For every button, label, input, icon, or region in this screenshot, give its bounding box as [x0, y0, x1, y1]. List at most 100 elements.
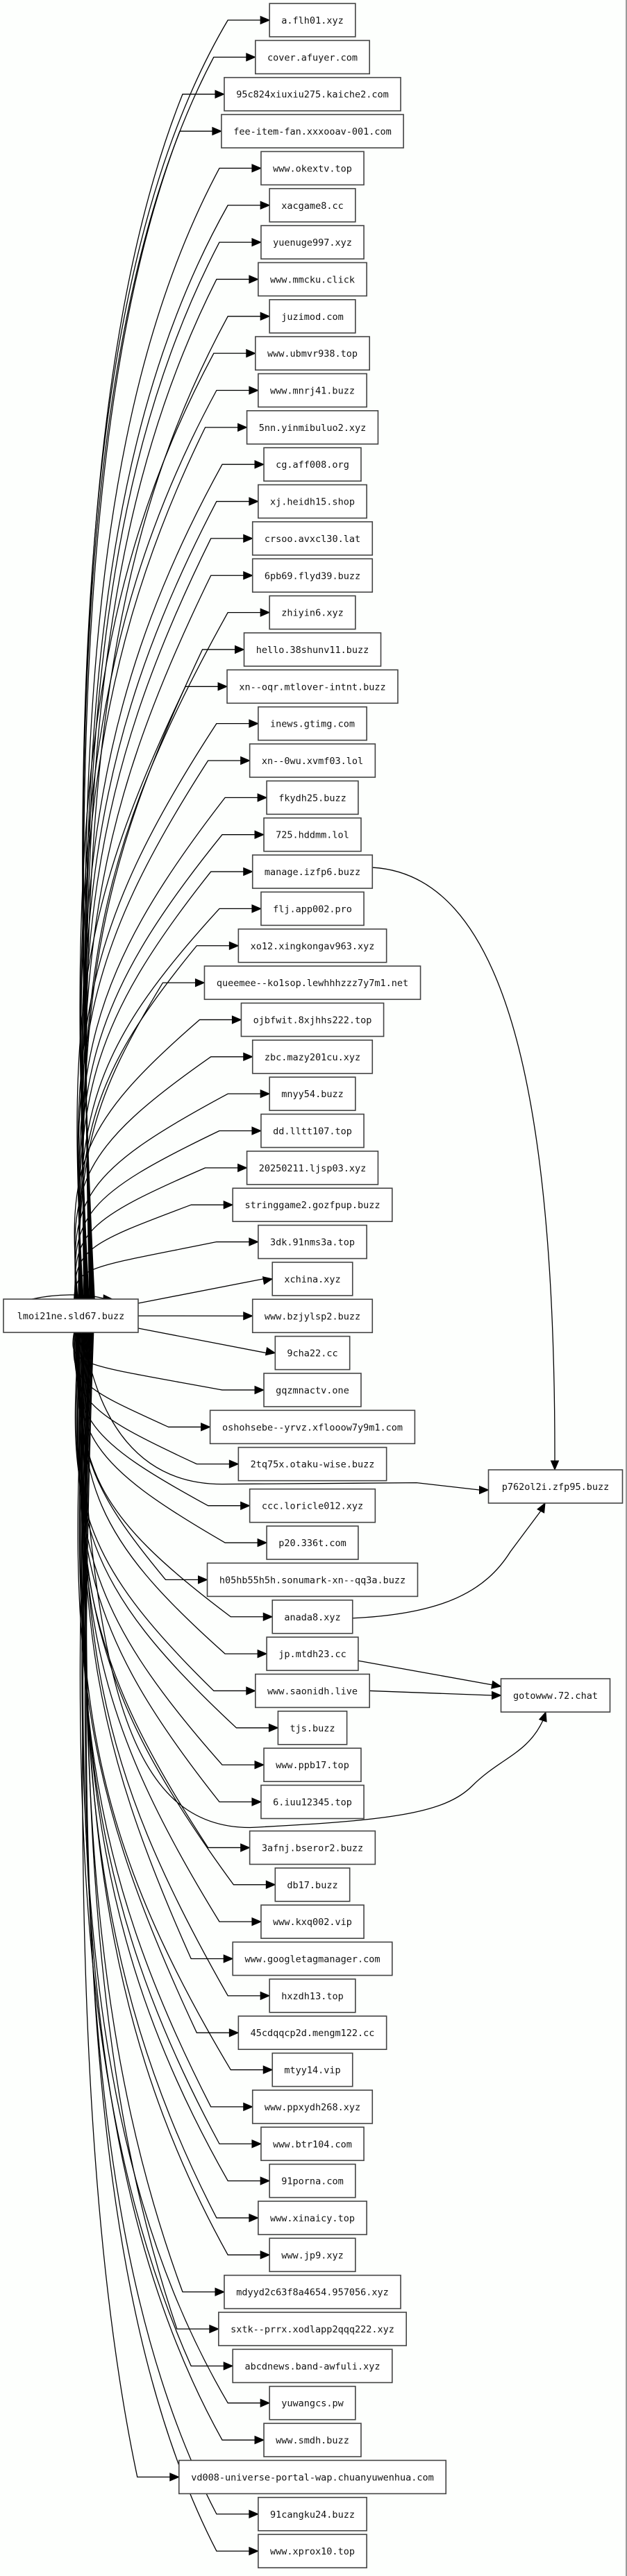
edge-root-to-abcdnews-band-awfuli-xyz — [79, 1332, 224, 2366]
target-node[interactable]: dd.lltt107.top — [260, 1113, 365, 1149]
target-node-label: yuenuge997.xyz — [273, 237, 352, 248]
target-node-label: www.mnrj41.buzz — [270, 386, 355, 397]
target-node-box — [251, 854, 374, 889]
target-node[interactable]: www.xinaicy.top — [258, 2201, 367, 2235]
redirect-target-node[interactable]: gotowww.72.chat — [500, 1678, 611, 1713]
target-node[interactable]: 91cangku24.buzz — [258, 2496, 367, 2532]
edge-root-to-ojbfwit-8xjhhs222-top — [74, 1019, 233, 1300]
target-node[interactable]: 725.hddmm.lol — [263, 817, 362, 852]
root-node[interactable]: lmoi21ne.sld67.buzz — [3, 1298, 139, 1333]
edge-root-to-mtyy14-vip — [78, 1332, 264, 2071]
edge-root-to-www-ubmvr938-top-arrowhead — [246, 348, 257, 358]
target-node[interactable]: www.saonidh.live — [254, 1673, 370, 1709]
target-node[interactable]: www.kxq002.vip — [260, 1904, 365, 1939]
edge-root-to-mdyyd2c63f8a4654-957056-xyz-arrowhead — [215, 2287, 226, 2296]
target-node[interactable]: juzimod.com — [269, 298, 356, 334]
target-node[interactable]: fee-item-fan.xxxooav-001.com — [221, 114, 404, 149]
target-node[interactable]: a.flh01.xyz — [269, 3, 356, 37]
target-node-label: anada8.xyz — [284, 1612, 340, 1623]
target-node[interactable]: www.ppb17.top — [263, 1747, 362, 1782]
target-node-box — [243, 632, 382, 667]
target-node[interactable]: inews.gtimg.com — [258, 706, 367, 741]
target-node[interactable]: flj.app002.pro — [260, 891, 365, 926]
target-node[interactable]: xj.heidh15.shop — [258, 484, 367, 519]
edge-root-to-a-flh01-xyz-arrowhead — [260, 15, 271, 25]
target-node[interactable]: mnyy54.buzz — [269, 1076, 356, 1111]
target-node[interactable]: sxtk--prrx.xodlapp2qqq222.xyz — [218, 2312, 407, 2346]
target-node-box — [249, 743, 376, 778]
target-node[interactable]: zbc.mazy201cu.xyz — [251, 1040, 374, 1074]
target-node[interactable]: 2tq75x.otaku-wise.buzz — [237, 1446, 387, 1482]
redirect-target-node[interactable]: p762ol2i.zfp95.buzz — [487, 1469, 624, 1504]
target-node[interactable]: www.xprox10.top — [258, 2534, 367, 2568]
target-node[interactable]: 9cha22.cc — [274, 1335, 351, 1371]
target-node[interactable]: 91porna.com — [269, 2163, 356, 2198]
target-node[interactable]: yuwangcs.pw — [269, 2385, 356, 2421]
target-node[interactable]: zhiyin6.xyz — [269, 595, 356, 630]
target-node[interactable]: www.ppxydh268.xyz — [251, 2090, 374, 2124]
edge-root-to-www-mmcku-click-arrowhead — [249, 275, 260, 284]
target-node[interactable]: ojbfwit.8xjhhs222.top — [240, 1002, 385, 1037]
target-node[interactable]: 5nn.yinmibuluo2.xyz — [246, 410, 379, 445]
target-node[interactable]: xn--oqr.mtlover-intnt.buzz — [226, 669, 399, 704]
target-node[interactable]: stringgame2.gozfpup.buzz — [232, 1187, 393, 1222]
target-node[interactable]: www.mmcku.click — [258, 262, 367, 297]
target-node[interactable]: ccc.loricle012.xyz — [249, 1488, 376, 1523]
target-node[interactable]: yuenuge997.xyz — [260, 225, 365, 260]
target-node[interactable]: queemee--ko1sop.lewhhhzzz7y7m1.net — [203, 965, 421, 1000]
target-node[interactable]: gqzmnactv.one — [263, 1373, 362, 1407]
target-node[interactable]: 20250211.ljsp03.xyz — [246, 1151, 379, 1185]
target-node-label: cover.afuyer.com — [267, 52, 358, 63]
target-node-label: xchina.xyz — [284, 1274, 340, 1285]
target-node[interactable]: vd008-universe-portal-wap.chuanyuwenhua.… — [178, 2459, 447, 2495]
target-node[interactable]: www.okextv.top — [260, 151, 365, 186]
target-node-box — [254, 1673, 370, 1709]
edge-root-to-stringgame2-gozfpup-buzz-arrowhead — [223, 1200, 234, 1210]
target-node[interactable]: mdyyd2c63f8a4654.957056.xyz — [224, 2274, 401, 2310]
target-node-box — [232, 1187, 393, 1222]
target-node[interactable]: oshohsebe--yrvz.xflooow7y9m1.com — [209, 1409, 416, 1445]
target-node[interactable]: www.smdh.buzz — [263, 2423, 362, 2457]
edge-root-to-www-smdh-buzz-arrowhead — [254, 2435, 265, 2445]
target-node[interactable]: 45cdqqcp2d.mengm122.cc — [237, 2015, 387, 2050]
target-node[interactable]: xacgame8.cc — [269, 187, 356, 223]
target-node[interactable]: hello.38shunv11.buzz — [243, 632, 382, 667]
target-node[interactable]: mtyy14.vip — [271, 2052, 353, 2087]
target-node[interactable]: jp.mtdh23.cc — [266, 1636, 359, 1671]
target-node[interactable]: db17.buzz — [274, 1867, 351, 1902]
target-node[interactable]: xchina.xyz — [271, 1262, 353, 1296]
target-node[interactable]: www.googletagmanager.com — [232, 1941, 393, 1976]
edge-root-to-3dk-91nms3a-top-arrowhead — [249, 1237, 260, 1246]
target-node[interactable]: h05hb55h5h.sonumark-xn--qq3a.buzz — [206, 1562, 419, 1598]
target-node-label: ojbfwit.8xjhhs222.top — [253, 1015, 372, 1026]
target-node[interactable]: 95c824xiuxiu275.kaiche2.com — [224, 76, 401, 112]
target-node[interactable]: crsoo.avxcl30.lat — [251, 521, 374, 556]
target-node[interactable]: cg.aff008.org — [263, 447, 362, 482]
target-node-box — [269, 187, 356, 223]
target-node[interactable]: cover.afuyer.com — [254, 40, 370, 75]
target-node[interactable]: xo12.xingkongav963.xyz — [237, 928, 387, 963]
target-node-box — [271, 1599, 353, 1634]
target-node[interactable]: 3dk.91nms3a.top — [258, 1224, 367, 1260]
target-node[interactable]: 3afnj.bseror2.buzz — [249, 1830, 376, 1865]
target-node[interactable]: 6.iuu12345.top — [260, 1784, 365, 1820]
target-node[interactable]: abcdnews.band-awfuli.xyz — [232, 2348, 393, 2384]
target-node[interactable]: manage.izfp6.buzz — [251, 854, 374, 889]
edge-root-to-xchina-xyz-arrowhead — [262, 1276, 274, 1285]
edge-anada8-to-p762ol2i-arrowhead — [537, 1502, 546, 1514]
target-node[interactable]: anada8.xyz — [271, 1599, 353, 1634]
target-node[interactable]: www.btr104.com — [260, 2126, 365, 2162]
target-node[interactable]: hxzdh13.top — [269, 1978, 356, 2013]
target-node[interactable]: www.jp9.xyz — [269, 2237, 356, 2273]
target-node[interactable]: www.mnrj41.buzz — [258, 373, 367, 408]
target-node[interactable]: www.bzjylsp2.buzz — [251, 1298, 374, 1334]
target-node[interactable]: xn--0wu.xvmf03.lol — [249, 743, 376, 778]
target-node[interactable]: fkydh25.buzz — [266, 780, 359, 815]
target-node[interactable]: p20.336t.com — [266, 1525, 359, 1560]
target-node[interactable]: tjs.buzz — [277, 1711, 348, 1745]
target-node[interactable]: 6pb69.flyd39.buzz — [251, 558, 374, 593]
target-node-box — [260, 151, 365, 186]
target-node-box — [237, 928, 387, 963]
edge-root-to-gqzmnactv-one-arrowhead — [254, 1385, 265, 1395]
target-node[interactable]: www.ubmvr938.top — [254, 336, 370, 371]
